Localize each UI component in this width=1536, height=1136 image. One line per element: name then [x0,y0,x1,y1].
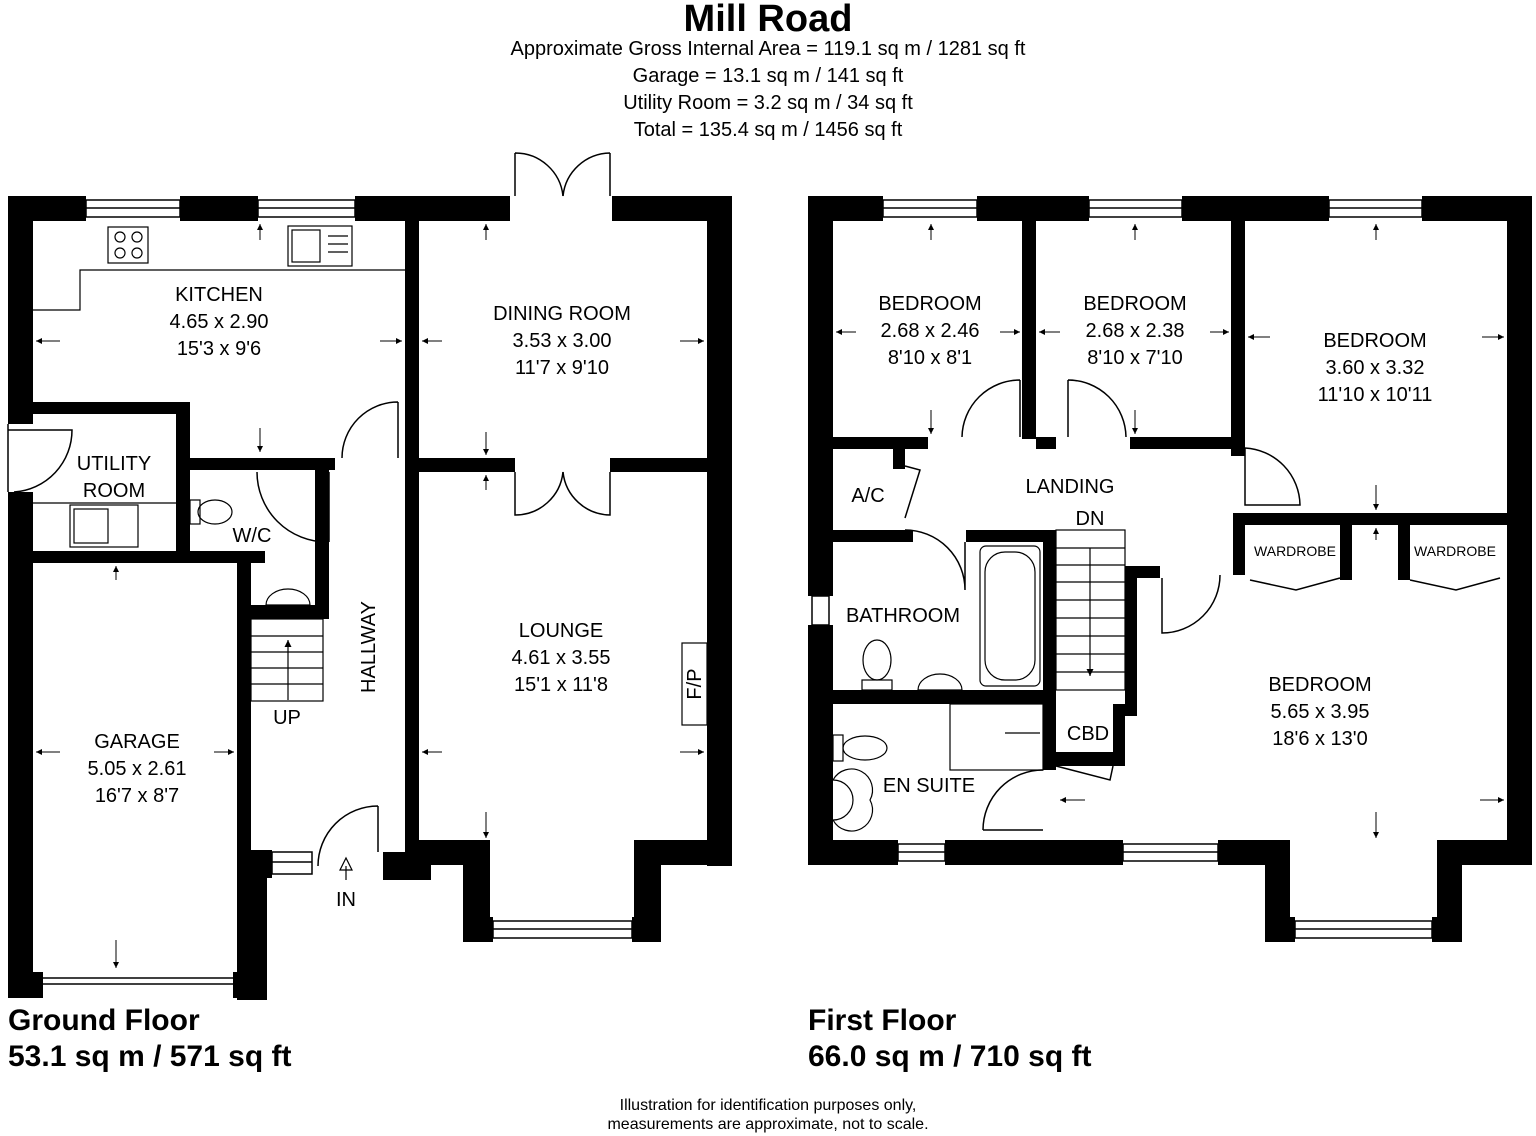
first-floor-walls [808,196,1532,942]
total-area-line: Total = 135.4 sq m / 1456 sq ft [633,119,903,141]
plan-title: Mill Road [683,0,853,40]
bedroom-2-metric: 2.68 x 2.38 [1086,320,1185,342]
first-floor-area: 66.0 sq m / 710 sq ft [808,1040,1092,1073]
ground-floor-name: Ground Floor [8,1004,200,1037]
kitchen-name: KITCHEN [175,284,263,306]
utility-name-2: ROOM [83,480,145,502]
ground-room-labels: KITCHEN 4.65 x 2.90 15'3 x 9'6 DINING RO… [77,284,706,911]
dining-name: DINING ROOM [493,303,631,325]
fireplace-label: F/P [684,668,706,699]
garage-metric: 5.05 x 2.61 [88,758,187,780]
garage-name: GARAGE [94,731,180,753]
utility-name-1: UTILITY [77,453,151,475]
master-bedroom-name: BEDROOM [1268,674,1371,696]
wc-name: W/C [233,525,272,547]
entrance-arrow-icon [339,856,353,880]
kitchen-fittings [33,225,405,311]
ground-dimension-arrows [36,224,704,968]
first-floor-fixtures [831,529,1126,832]
garage-area-line: Garage = 13.1 sq m / 141 sq ft [632,65,904,87]
stairs-down-label: DN [1076,508,1105,530]
ground-stairs-icon [250,618,324,702]
ground-floor-walls [8,196,732,1000]
wc-toilet-icon [189,499,311,606]
first-room-labels: BEDROOM 2.68 x 2.46 8'10 x 8'1 BEDROOM 2… [846,293,1496,797]
dining-imperial: 11'7 x 9'10 [515,357,609,379]
hallway-name: HALLWAY [358,601,380,693]
garage-imperial: 16'7 x 8'7 [95,785,179,807]
ground-floor-doors [7,152,611,867]
first-floor-name: First Floor [808,1004,957,1037]
ac-cupboard-name: A/C [851,485,884,507]
landing-name: LANDING [1026,476,1115,498]
first-floor-doors [904,379,1501,831]
bedroom-1-imperial: 8'10 x 8'1 [888,347,972,369]
bathroom-name: BATHROOM [846,605,960,627]
wardrobe-right-label: WARDROBE [1414,543,1496,559]
lounge-name: LOUNGE [519,620,603,642]
master-bedroom-imperial: 18'6 x 13'0 [1272,728,1368,750]
bedroom-1-name: BEDROOM [878,293,981,315]
ground-floor-area: 53.1 sq m / 571 sq ft [8,1040,292,1073]
bedroom-3-name: BEDROOM [1323,330,1426,352]
kitchen-imperial: 15'3 x 9'6 [177,338,261,360]
cbd-name: CBD [1067,723,1109,745]
bedroom-3-metric: 3.60 x 3.32 [1326,357,1425,379]
lounge-imperial: 15'1 x 11'8 [514,674,608,696]
ground-floor-windows [43,199,659,985]
master-bedroom-metric: 5.65 x 3.95 [1271,701,1370,723]
utility-sink-icon [33,502,176,548]
fireplace-icon [681,642,708,726]
ensuite-name: EN SUITE [883,775,975,797]
disclaimer-line-2: measurements are approximate, not to sca… [607,1116,929,1133]
entrance-label: IN [336,889,356,911]
wardrobe-left-label: WARDROBE [1254,543,1336,559]
first-dimension-arrows [836,224,1504,838]
disclaimer-line-1: Illustration for identification purposes… [619,1097,917,1114]
gross-area-line: Approximate Gross Internal Area = 119.1 … [510,38,1026,60]
lounge-metric: 4.61 x 3.55 [512,647,611,669]
bedroom-1-metric: 2.68 x 2.46 [881,320,980,342]
bedroom-2-name: BEDROOM [1083,293,1186,315]
bedroom-2-imperial: 8'10 x 7'10 [1087,347,1183,369]
kitchen-metric: 4.65 x 2.90 [170,311,269,333]
stairs-up-label: UP [273,707,301,729]
first-floor-windows [811,199,1461,939]
bedroom-3-imperial: 11'10 x 10'11 [1318,384,1433,406]
dining-metric: 3.53 x 3.00 [513,330,612,352]
utility-area-line: Utility Room = 3.2 sq m / 34 sq ft [623,92,913,114]
